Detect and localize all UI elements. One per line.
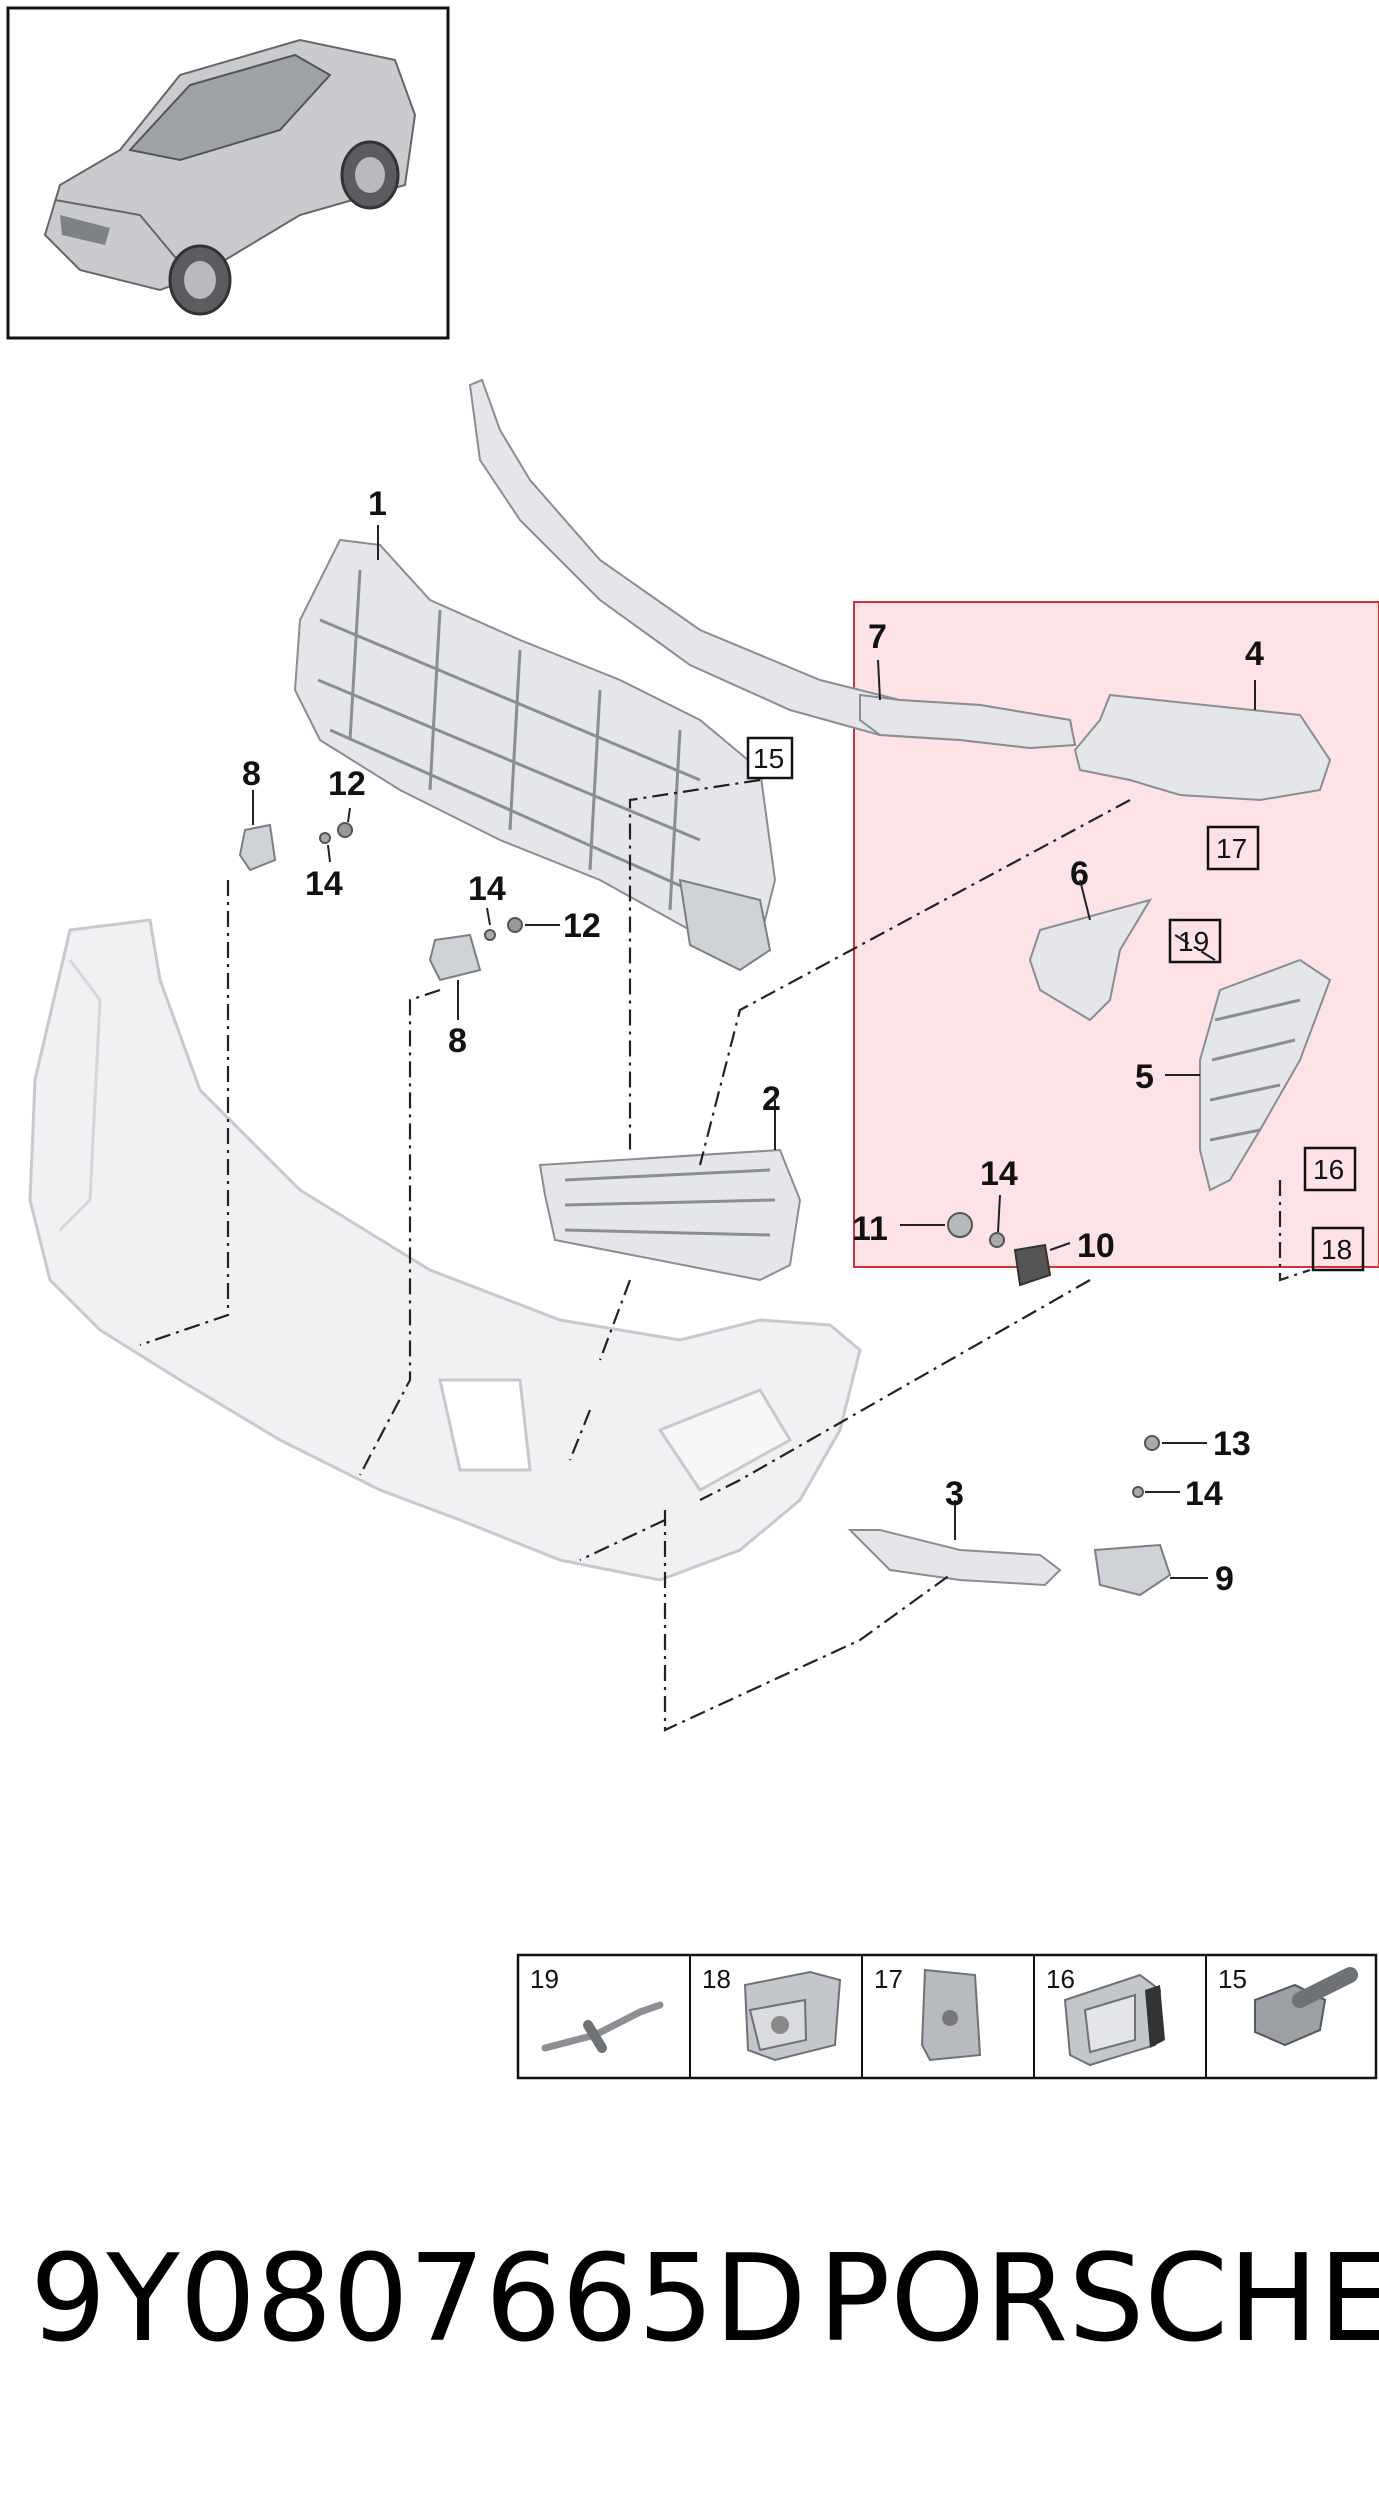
fastener-cell-17-label: 17 <box>874 1964 903 1994</box>
leader-lines <box>252 525 1256 1579</box>
part-5-side-grille <box>1199 958 1332 1192</box>
svg-text:19: 19 <box>1178 926 1209 957</box>
callout-4: 4 <box>1245 635 1264 673</box>
fastener-cell-18-label: 18 <box>702 1964 731 1994</box>
part-14d-clip <box>1132 1486 1144 1498</box>
boxed-ref-15: 15 <box>746 736 794 780</box>
fastener-18-clip <box>743 1970 842 2062</box>
callout-8a: 8 <box>242 755 261 793</box>
part-14b-clip <box>484 929 496 941</box>
part-3-trim-strip <box>847 1529 1062 1587</box>
boxed-ref-18: 18 <box>1311 1226 1365 1272</box>
callout-14c: 14 <box>980 1155 1018 1193</box>
part-1-grille-support <box>293 538 777 972</box>
callout-14d: 14 <box>1185 1475 1223 1513</box>
brand-name: PORSCHE <box>818 2230 1379 2369</box>
callout-8b: 8 <box>448 1022 467 1060</box>
part-2-grille-frame <box>538 1148 802 1282</box>
callout-11: 11 <box>852 1210 888 1248</box>
suv-illustration <box>43 38 417 316</box>
part-14c-clip <box>989 1232 1005 1248</box>
svg-text:15: 15 <box>753 743 784 774</box>
callout-5: 5 <box>1135 1058 1154 1096</box>
svg-text:18: 18 <box>1321 1234 1352 1265</box>
part-7-absorber-end <box>859 693 1077 750</box>
boxed-ref-17: 17 <box>1206 825 1260 871</box>
part-12a-nut <box>337 822 353 838</box>
svg-text:16: 16 <box>1313 1154 1344 1185</box>
part-11-sensor <box>947 1212 973 1238</box>
part-9-bracket <box>1093 1543 1172 1597</box>
part-8b-bracket <box>428 933 482 982</box>
fastener-table: 19 18 17 16 15 <box>516 1953 1378 2080</box>
part-8a-bracket <box>238 823 277 872</box>
fastener-19-rivet <box>541 2001 664 2053</box>
assembly-lines <box>139 778 1311 1732</box>
callout-12a: 12 <box>328 765 366 803</box>
callout-6: 6 <box>1070 855 1089 893</box>
callout-7: 7 <box>868 618 887 656</box>
svg-text:17: 17 <box>1216 833 1247 864</box>
callout-10: 10 <box>1077 1227 1115 1265</box>
callout-2: 2 <box>762 1080 781 1118</box>
part-14a-clip <box>319 832 331 844</box>
part-number: 9Y0807665D <box>30 2230 807 2369</box>
part-6-deflector <box>1028 898 1153 1022</box>
part-13-screw <box>1144 1435 1160 1451</box>
callout-3: 3 <box>945 1475 964 1513</box>
callout-13: 13 <box>1213 1425 1251 1463</box>
bumper-cover <box>28 918 862 1582</box>
callout-14a: 14 <box>305 865 343 903</box>
fastener-15-screw <box>1254 1967 1358 2047</box>
fastener-17-speed-nut <box>920 1968 982 2062</box>
fastener-16-bracket-clip <box>1063 1973 1165 2067</box>
callout-14b: 14 <box>468 870 506 908</box>
callout-9: 9 <box>1215 1560 1234 1598</box>
vehicle-thumbnail <box>6 6 450 340</box>
part-10-cover <box>1013 1243 1052 1287</box>
fastener-cell-19-label: 19 <box>530 1964 559 1994</box>
footer: 9Y0807665D PORSCHE <box>0 2240 1379 2360</box>
callout-1: 1 <box>368 485 387 523</box>
callout-12b: 12 <box>563 907 601 945</box>
part-4-air-duct <box>1073 693 1332 802</box>
boxed-ref-16: 16 <box>1303 1146 1357 1192</box>
fastener-cell-16-label: 16 <box>1046 1964 1075 1994</box>
fastener-cell-15-label: 15 <box>1218 1964 1247 1994</box>
part-12b-nut <box>507 917 523 933</box>
boxed-ref-19: 19 <box>1168 918 1222 964</box>
